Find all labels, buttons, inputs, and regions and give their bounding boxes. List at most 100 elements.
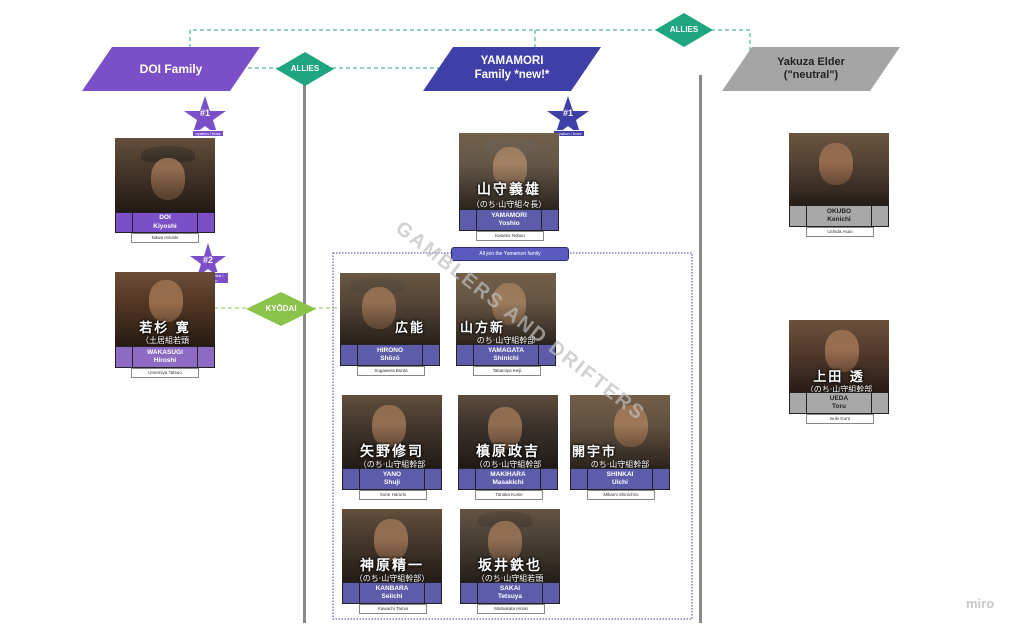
okubo-name-bar: OKUBO Kenichi	[789, 205, 889, 227]
hirono-given-name: Shōzō	[380, 355, 400, 362]
yano-kanji-sub: （のち·山守組幹部	[358, 460, 426, 469]
yamamori-surname: YAMAMORI	[491, 211, 527, 219]
group-note: All join the Yamamori family	[451, 247, 569, 261]
sakai-kanji-sub: （のち·山守組若頭	[476, 574, 544, 583]
character-card-shinkai[interactable]: 開宇市 のち·山守組幹部 SHINKAI Uichi Mikami Shinic…	[570, 395, 670, 500]
doi-family-header	[82, 47, 260, 91]
elder-header	[722, 47, 900, 91]
character-card-yano[interactable]: 矢野修司 （のち·山守組幹部 YANO Shuji Sone Harumi	[342, 395, 442, 500]
character-card-yamamori[interactable]: 山守義雄 （のち·山守組々長） YAMAMORI Yoshio Kaneko N…	[459, 133, 559, 241]
makihara-surname: MAKIHARA	[490, 470, 526, 478]
character-card-sakai[interactable]: 坂井鉄也 （のち·山守組若頭 SAKAI Tetsuya Matsukata H…	[460, 509, 560, 614]
yamamori-group-box	[332, 252, 693, 620]
shinkai-photo: 開宇市 のち·山守組幹部	[570, 395, 670, 469]
yamamori-family-header	[423, 47, 601, 91]
sakai-kanji: 坂井鉄也	[478, 558, 542, 574]
hirono-actor: Sugawara Bunta	[357, 366, 425, 376]
elder-title-line1: Yakuza Elder	[777, 55, 845, 68]
elder-title-line2: ("neutral")	[783, 69, 839, 81]
makihara-kanji-sub: （のち·山守組幹部	[474, 460, 542, 469]
doi-photo	[115, 138, 215, 213]
allies-top-line	[189, 29, 751, 62]
yano-given-name: Shuji	[384, 479, 400, 486]
yamagata-surname: YAMAGATA	[488, 346, 524, 354]
wakasugi-rank-star-icon	[190, 243, 226, 277]
sakai-photo: 坂井鉄也 （のち·山守組若頭	[460, 509, 560, 583]
ueda-name-bar: UEDA Toru	[789, 392, 889, 414]
yamagata-name-bar: YAMAGATA Shinichi	[456, 344, 556, 366]
kanbara-photo: 神原精一 （のち·山守組幹部）	[342, 509, 442, 583]
character-card-yamagata[interactable]: 山方新 のち·山守組幹部 YAMAGATA Shinichi Takamiya …	[456, 273, 556, 376]
sakai-name-bar: SAKAI Tetsuya	[460, 582, 560, 604]
allies-left-label: ALLIES	[290, 64, 320, 73]
doi-rank-star-icon	[184, 96, 226, 136]
divider-left	[303, 78, 306, 623]
character-card-doi[interactable]: DOI Kiyoshi Nawa Hiroshi	[115, 138, 215, 243]
ueda-kanji: 上田 透	[813, 370, 865, 385]
sakai-surname: SAKAI	[499, 584, 521, 592]
yamagata-kanji: 山方新	[460, 321, 506, 336]
yamagata-actor: Takamiya Keiji	[473, 366, 541, 376]
sakai-actor: Matsukata Hiroki	[477, 604, 545, 614]
kyodai-diamond	[246, 292, 316, 326]
elder-title: Yakuza Elder ("neutral")	[752, 47, 870, 91]
wakasugi-kanji: 若杉 寛	[139, 321, 191, 336]
kanbara-kanji: 神原精一	[360, 558, 424, 574]
character-card-okubo[interactable]: OKUBO Kenichi Uchida Asao	[789, 133, 889, 237]
allies-left-diamond	[276, 52, 334, 86]
wakasugi-surname: WAKASUGI	[147, 348, 183, 356]
hirono-name-bar: HIRONO Shōzō	[340, 344, 440, 366]
yano-actor: Sone Harumi	[359, 490, 427, 500]
shinkai-kanji-sub: のち·山守組幹部	[590, 460, 650, 469]
yamamori-title-line1: YAMAMORI	[480, 55, 544, 68]
yamagata-photo: 山方新 のち·山守組幹部	[456, 273, 556, 345]
yamamori-given-name: Yoshio	[498, 220, 520, 227]
allies-top-label: ALLIES	[669, 25, 699, 34]
wakasugi-given-name: Hiroshi	[153, 357, 177, 364]
makihara-name-bar: MAKIHARA Masakichi	[458, 468, 558, 490]
yamamori-name-bar: YAMAMORI Yoshio	[459, 209, 559, 231]
yano-surname: YANO	[382, 470, 402, 478]
kanbara-actor: Kawachi Tamio	[359, 604, 427, 614]
doi-name-bar: DOI Kiyoshi	[115, 212, 215, 233]
yamamori-title-line2: Family *new!*	[474, 69, 550, 81]
yano-photo: 矢野修司 （のち·山守組幹部	[342, 395, 442, 469]
yamamori-kanji: 山守義雄	[477, 182, 541, 198]
ueda-photo: 上田 透 （のち·山守組幹部	[789, 320, 889, 393]
doi-actor: Nawa Hiroshi	[131, 233, 199, 243]
allies-top-diamond	[655, 13, 713, 47]
doi-role-tag: oyabun / boss	[192, 130, 224, 137]
kanbara-name-bar: KANBARA Seiichi	[342, 582, 442, 604]
character-card-kanbara[interactable]: 神原精一 （のち·山守組幹部） KANBARA Seiichi Kawachi …	[342, 509, 442, 614]
hirono-kanji: 広能	[394, 321, 425, 336]
doi-family-title: DOI Family	[139, 61, 203, 76]
makihara-kanji: 槙原政吉	[476, 444, 540, 460]
wakasugi-kanji-sub: （土居組若頭	[141, 336, 189, 345]
yamamori-rank: #1	[562, 108, 573, 118]
yano-name-bar: YANO Shuji	[342, 468, 442, 490]
character-card-wakasugi[interactable]: 若杉 寛 （土居組若頭 WAKASUGI Hiroshi Umemiya Tat…	[115, 272, 215, 378]
wakasugi-actor: Umemiya Tatsuo	[131, 368, 199, 378]
character-card-ueda[interactable]: 上田 透 （のち·山守組幹部 UEDA Toru Isuki Gorō	[789, 320, 889, 424]
doi-rank: #1	[199, 108, 210, 118]
doi-given-name: Kiyoshi	[153, 222, 177, 230]
shinkai-name-bar: SHINKAI Uichi	[570, 468, 670, 490]
character-card-makihara[interactable]: 槙原政吉 （のち·山守組幹部 MAKIHARA Masakichi Tanaka…	[458, 395, 558, 500]
ueda-kanji-sub: （のち·山守組幹部	[805, 385, 873, 393]
kyodai-label: KYŌDAI	[265, 304, 297, 313]
yamamori-kanji-sub: （のち·山守組々長）	[471, 200, 547, 209]
makihara-photo: 槙原政吉 （のち·山守組幹部	[458, 395, 558, 469]
wakasugi-photo: 若杉 寛 （土居組若頭	[115, 272, 215, 347]
divider-right	[699, 75, 702, 623]
miro-brand: miro	[966, 596, 995, 611]
okubo-actor: Uchida Asao	[806, 227, 874, 237]
doi-surname: DOI	[159, 214, 171, 222]
yamagata-kanji-sub: のち·山守組幹部	[476, 336, 536, 345]
kanbara-kanji-sub: （のち·山守組幹部）	[354, 574, 430, 583]
ueda-given-name: Toru	[832, 403, 846, 410]
okubo-given-name: Kenichi	[827, 216, 851, 223]
character-card-hirono[interactable]: 広能 HIRONO Shōzō Sugawara Bunta	[340, 273, 440, 376]
yamamori-rank-star-icon	[547, 96, 589, 136]
ueda-actor: Isuki Gorō	[806, 414, 874, 424]
makihara-given-name: Masakichi	[492, 479, 524, 486]
